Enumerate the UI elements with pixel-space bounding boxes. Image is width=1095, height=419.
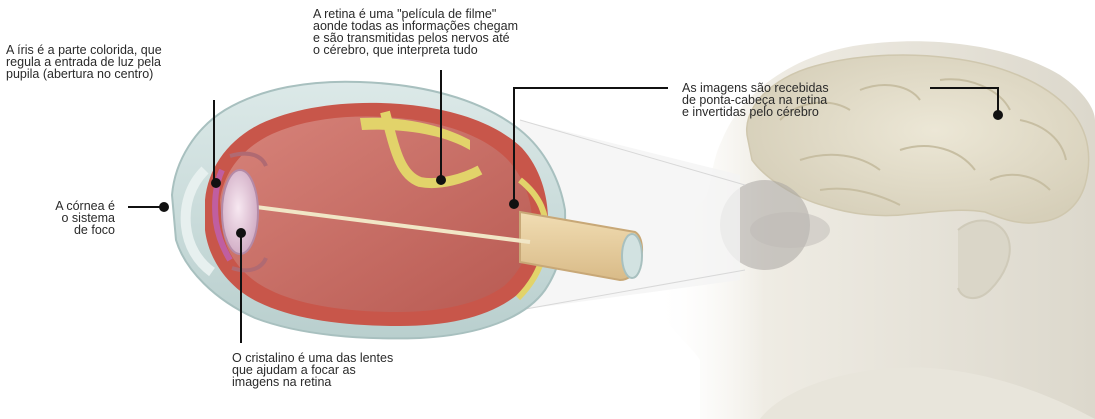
- images-label: As imagens são recebidas de ponta-cabeça…: [682, 82, 829, 118]
- cornea-label: A córnea é o sistema de foco: [20, 200, 115, 236]
- retina-dot: [436, 175, 446, 185]
- iris-dot: [211, 178, 221, 188]
- cornea-dot: [159, 202, 169, 212]
- retina-label: A retina é uma "película de filme" aonde…: [313, 8, 518, 56]
- iris-label: A íris é a parte colorida, que regula a …: [6, 44, 162, 80]
- lens-label: O cristalino é uma das lentes que ajudam…: [232, 352, 393, 388]
- lens-dot: [236, 228, 246, 238]
- optic-disc-dot: [509, 199, 519, 209]
- brain-dot: [993, 110, 1003, 120]
